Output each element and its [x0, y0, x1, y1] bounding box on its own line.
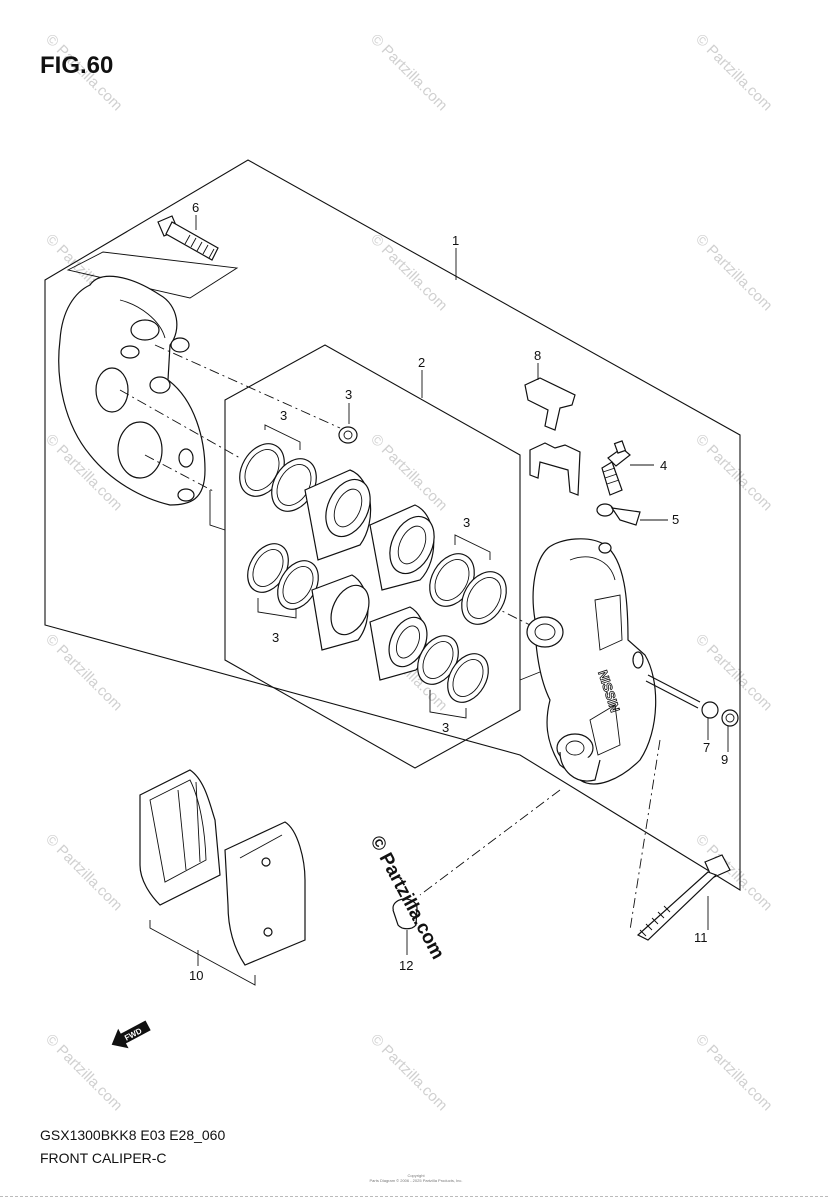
callout-2: 2: [418, 355, 425, 370]
bleeder-valve-4[interactable]: [601, 440, 631, 496]
callout-7: 7: [703, 740, 710, 755]
brake-pad-rear-10[interactable]: [224, 821, 306, 966]
axis-line: [209, 490, 226, 531]
callout-3: 3: [442, 720, 449, 735]
callout-1: 1: [452, 233, 459, 248]
callout-3: 3: [463, 515, 470, 530]
piston-seal-upper-right[interactable]: [421, 546, 516, 632]
callout-12: 12: [399, 958, 413, 973]
callout-4: 4: [660, 458, 667, 473]
axis-line: [144, 454, 216, 493]
callout-3: 3: [280, 408, 287, 423]
sleeve-12[interactable]: [392, 898, 418, 930]
bottom-border: [0, 1196, 828, 1197]
model-code: GSX1300BKK8 E03 E28_060: [40, 1127, 226, 1143]
piston-kit-outline-2: [224, 344, 521, 769]
caliper-sleeve: [556, 733, 601, 782]
brake-pad-front-10[interactable]: [139, 769, 221, 906]
axis-line: [519, 671, 541, 690]
callout-8: 8: [534, 348, 541, 363]
piston-seal-lower-right[interactable]: [409, 628, 496, 709]
pin-plug-9[interactable]: [721, 709, 739, 727]
bracket-3-lower-right: [429, 690, 467, 719]
bleeder-cap-5[interactable]: [596, 503, 641, 526]
callout-11: 11: [694, 930, 708, 945]
figure-number: FIG.60: [40, 52, 114, 79]
assembly-outline-1: [44, 159, 741, 891]
forward-arrow-icon: FWD: [111, 1020, 151, 1049]
diagram-name: FRONT CALIPER-C: [40, 1150, 167, 1166]
bracket-3-upper-right: [454, 534, 491, 560]
caliper-half-right[interactable]: NISSIN: [526, 538, 657, 785]
piston-seal-lower-left[interactable]: [239, 536, 326, 616]
piston-upper-right[interactable]: [369, 504, 443, 591]
caliper-bolt-6[interactable]: [157, 215, 219, 261]
copyright-line: Parts Diagram © 2006 - 2025 Partzilla Pr…: [369, 1178, 463, 1183]
axis-line: [419, 789, 561, 896]
callout-6: 6: [192, 200, 199, 215]
piston-upper-left[interactable]: [304, 469, 379, 561]
callout-5: 5: [672, 512, 679, 527]
bracket-3-lower-left: [257, 598, 297, 619]
callout-9: 9: [721, 752, 728, 767]
axis-line: [154, 344, 341, 429]
piston-lower-left[interactable]: [311, 574, 376, 651]
caliper-half-left[interactable]: [58, 275, 206, 506]
axis-line: [629, 739, 661, 931]
axis-line: [119, 389, 241, 459]
copyright-note: Copyright Parts Diagram © 2006 - 2025 Pa…: [356, 1173, 476, 1183]
pad-spring-8[interactable]: [524, 377, 581, 496]
callout-3: 3: [345, 387, 352, 402]
seal-3-small[interactable]: [338, 426, 358, 444]
mounting-bolt-11[interactable]: [636, 854, 731, 941]
copyright-line: Copyright: [407, 1173, 425, 1178]
piston-lower-right[interactable]: [369, 606, 434, 681]
callout-10: 10: [189, 968, 203, 983]
pad-pin-7[interactable]: [645, 674, 719, 719]
bracket-10: [149, 920, 256, 986]
callout-3: 3: [272, 630, 279, 645]
bracket-3-upper-left: [264, 424, 301, 450]
piston-seal-upper-left[interactable]: [231, 436, 326, 519]
